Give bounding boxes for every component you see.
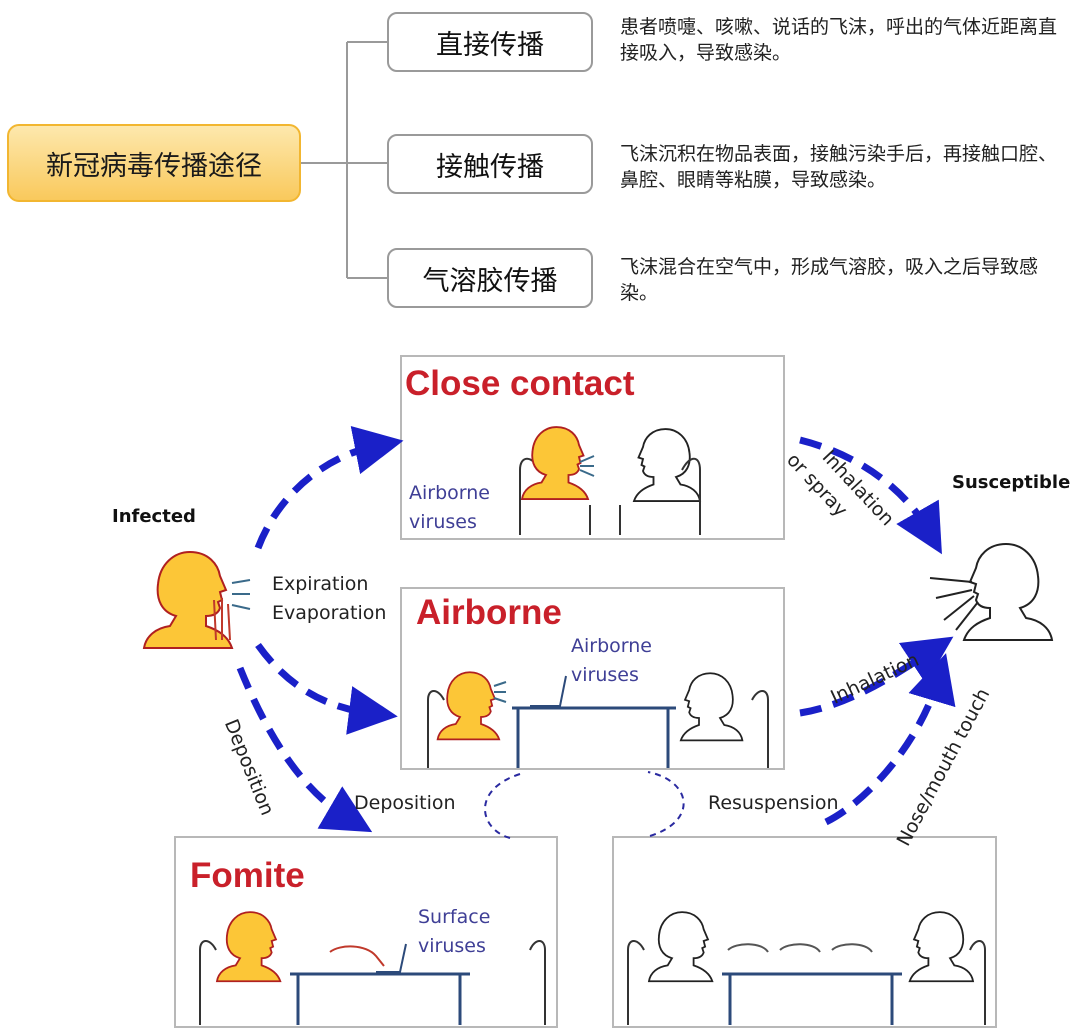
branch-contact-transmission: 接触传播 [387, 134, 593, 194]
expiration-droplets-icon [231, 579, 251, 610]
mindmap-connectors [301, 41, 387, 279]
fomite-hand-icon [329, 945, 385, 967]
fomite-table [290, 972, 470, 1025]
label-susceptible: Susceptible [952, 472, 1071, 493]
label-deposition: Deposition [354, 792, 456, 814]
close-contact-chair-right [619, 457, 701, 535]
airborne-droplets-icon [493, 681, 507, 703]
panel-close-contact-title: Close contact [405, 364, 635, 403]
panel-close-contact [400, 355, 785, 540]
label-resuspension: Resuspension [708, 792, 839, 814]
airborne-table [512, 706, 676, 768]
branch-aerosol-description: 飞沫混合在空气中，形成气溶胶，吸入之后导致感染。 [620, 256, 1039, 304]
touch-table [722, 972, 902, 1025]
panel-close-contact-note: Airborne viruses [409, 482, 490, 533]
label-evaporation: Evaporation [272, 602, 387, 624]
airborne-susceptible-head [679, 672, 744, 742]
panel-fomite-note: Surface viruses [418, 906, 491, 957]
touch-chair-left [627, 940, 645, 1025]
airborne-laptop-icon [530, 675, 567, 707]
branch-aerosol-transmission: 气溶胶传播 [387, 248, 593, 308]
infected-hand-icon [213, 598, 231, 641]
susceptible-inhalation-lines [929, 577, 979, 631]
touch-chair-right [969, 940, 986, 1025]
touch-hands-icon [727, 943, 873, 953]
mindmap-root: 新冠病毒传播途径 [7, 124, 301, 202]
touch-person-left-head [648, 911, 714, 983]
panel-airborne-note: Airborne viruses [571, 635, 652, 686]
touch-person-right-head [908, 911, 974, 983]
close-contact-susceptible-head [633, 428, 701, 502]
airborne-chair-left [427, 690, 445, 768]
panel-airborne-title: Airborne [416, 593, 562, 632]
fomite-laptop-icon [376, 943, 407, 973]
branch-direct-description: 患者喷嚏、咳嗽、说话的飞沫，呼出的气体近距离直接吸入，导致感染。 [620, 16, 1058, 64]
close-contact-droplets-icon [579, 455, 595, 477]
close-contact-infected-head [521, 426, 589, 500]
fomite-chair [199, 940, 217, 1025]
branch-contact-description: 飞沫沉积在物品表面，接触污染手后，再接触口腔、鼻腔、眼睛等粘膜，导致感染。 [620, 143, 1058, 191]
fomite-infected-head [216, 911, 282, 983]
airborne-chair-right [751, 690, 769, 768]
susceptible-person-figure [963, 543, 1053, 641]
infected-person-figure [143, 551, 233, 649]
branch-direct-transmission: 直接传播 [387, 12, 593, 72]
fomite-chair-right [529, 940, 546, 1025]
airborne-infected-head [436, 671, 501, 741]
label-expiration: Expiration [272, 573, 369, 595]
label-infected: Infected [112, 506, 196, 527]
panel-fomite-title: Fomite [190, 856, 305, 895]
